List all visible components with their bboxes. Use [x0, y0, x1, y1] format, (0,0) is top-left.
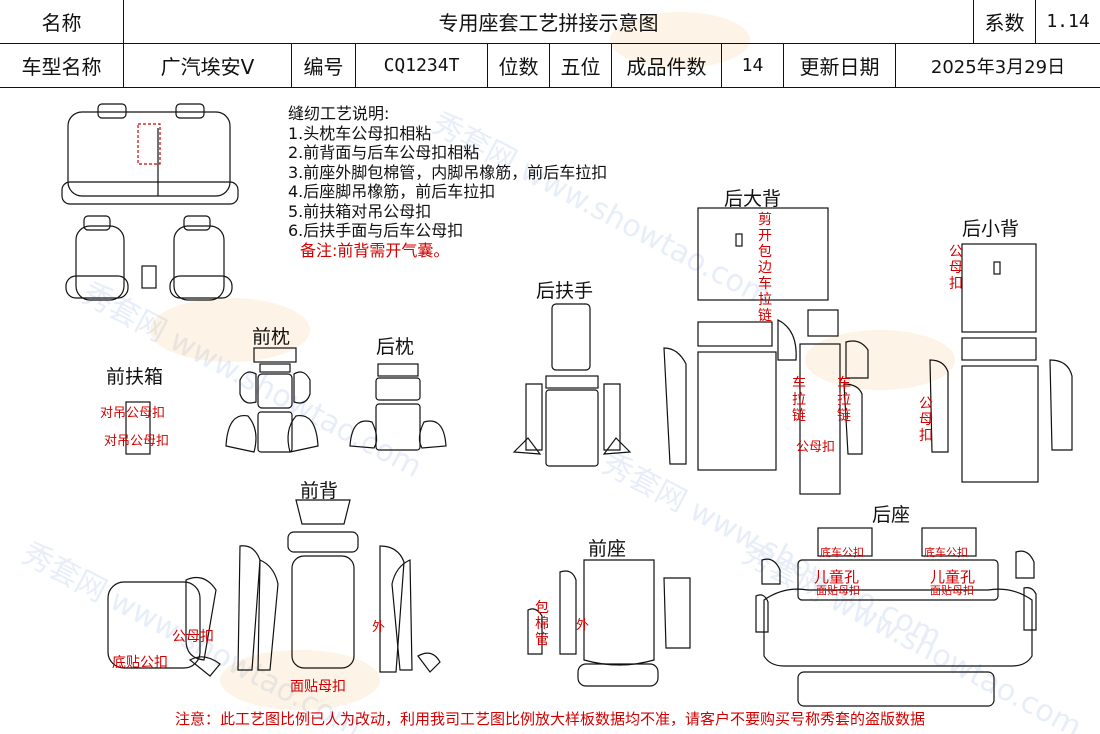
model-label: 车型名称: [0, 44, 124, 88]
front-console-piece: [125, 401, 151, 455]
label-rear-small-back: 后小背: [962, 218, 1020, 240]
annotation-snap-mid: 公母扣: [796, 440, 836, 455]
title-block: 名称 专用座套工艺拼接示意图 系数 1.14 车型名称 广汽埃安V 编号 CQ1…: [0, 0, 1100, 88]
model-value: 广汽埃安V: [124, 44, 292, 88]
annotation-console-snap: 对吊公母扣: [100, 406, 166, 421]
front-seat-pieces: [527, 559, 691, 687]
label-rear-headrest: 后枕: [376, 336, 415, 358]
annotation-front-back-outer: 外: [372, 620, 386, 635]
annotation-front-seat-outer: 外: [576, 618, 590, 633]
note-item: 2.前背面与后车公母扣相粘: [288, 143, 480, 162]
note-item: 1.头枕车公母扣相粘: [288, 123, 432, 143]
footer-warning: 注意：此工艺图比例已人为改动，利用我司工艺图比例放大样板数据均不准，请客户不要购…: [174, 710, 925, 728]
seats-label: 位数: [488, 44, 550, 88]
annotation-front-back-female: 面贴母扣: [290, 679, 346, 695]
rear-small-back-pieces: [929, 243, 1073, 483]
notes-remark: 备注:前背需开气囊。: [300, 240, 450, 260]
label-front-seat: 前座: [588, 538, 627, 560]
series-label: 系数: [974, 0, 1036, 44]
annotation-small-back-snap: 公母扣: [949, 244, 963, 292]
update-value: 2025年3月29日: [896, 44, 1100, 88]
annotation-rear-seat-face: 面贴母扣: [930, 584, 974, 597]
sewing-notes: 缝纫工艺说明: 1.头枕车公母扣相粘 2.前背面与后车公母扣相粘 3.前座外脚包…: [288, 104, 607, 260]
annotation-small-side-snap: 公母扣: [919, 396, 933, 444]
code-label: 编号: [292, 44, 356, 88]
code-value: CQ1234T: [356, 44, 488, 88]
annotation-zip-left: 车拉链: [792, 376, 806, 424]
annotation-rear-seat-bottom: 底车公扣: [924, 546, 968, 559]
annotation-big-back-zip: 剪开包边车拉链: [758, 212, 772, 324]
annotation-child-hole: 儿童孔: [930, 568, 976, 586]
label-front-headrest: 前枕: [252, 326, 291, 348]
front-headrest-pieces: [225, 347, 319, 453]
label-rear-seat: 后座: [872, 504, 911, 526]
annotation-rear-seat-face: 面贴母扣: [816, 584, 860, 597]
note-item: 4.后座脚吊橡筋，前后车拉扣: [288, 182, 496, 201]
label-rear-armrest: 后扶手: [536, 280, 594, 302]
front-back-pieces: [107, 499, 441, 677]
label-rear-big-back: 后大背: [724, 188, 782, 210]
note-item: 3.前座外脚包棉管，内脚吊橡筋，前后车拉扣: [288, 162, 608, 182]
notes-heading: 缝纫工艺说明:: [288, 104, 390, 123]
annotation-child-hole: 儿童孔: [814, 568, 860, 586]
annotation-rear-seat-bottom: 底车公扣: [820, 546, 864, 559]
annotation-front-back-bottom: 底贴公扣: [112, 655, 168, 671]
note-item: 5.前扶箱对吊公母扣: [288, 201, 432, 221]
annotation-zip-right: 车拉链: [837, 376, 851, 424]
note-item: 6.后扶手面与后车公母扣: [288, 221, 464, 240]
rear-seat-pieces: [755, 527, 1037, 707]
seats-value: 五位: [550, 44, 612, 88]
pieces-value: 14: [722, 44, 784, 88]
label-front-console: 前扶箱: [106, 366, 164, 388]
update-label: 更新日期: [784, 44, 896, 88]
document-title: 专用座套工艺拼接示意图: [124, 0, 974, 44]
pieces-label: 成品件数: [612, 44, 722, 88]
series-value: 1.14: [1036, 0, 1100, 44]
annotation-console-snap: 对吊公母扣: [104, 434, 170, 449]
label-front-back: 前背: [300, 480, 339, 502]
annotation-front-back-snap: 公母扣: [172, 629, 214, 645]
rear-headrest-pieces: [349, 363, 447, 451]
rear-armrest-pieces: [512, 303, 632, 467]
name-label: 名称: [0, 0, 124, 44]
seat-overview-sketch: [61, 103, 239, 301]
rear-big-back-pieces: [663, 207, 869, 495]
annotation-front-seat-tube: 包棉管: [535, 600, 549, 648]
